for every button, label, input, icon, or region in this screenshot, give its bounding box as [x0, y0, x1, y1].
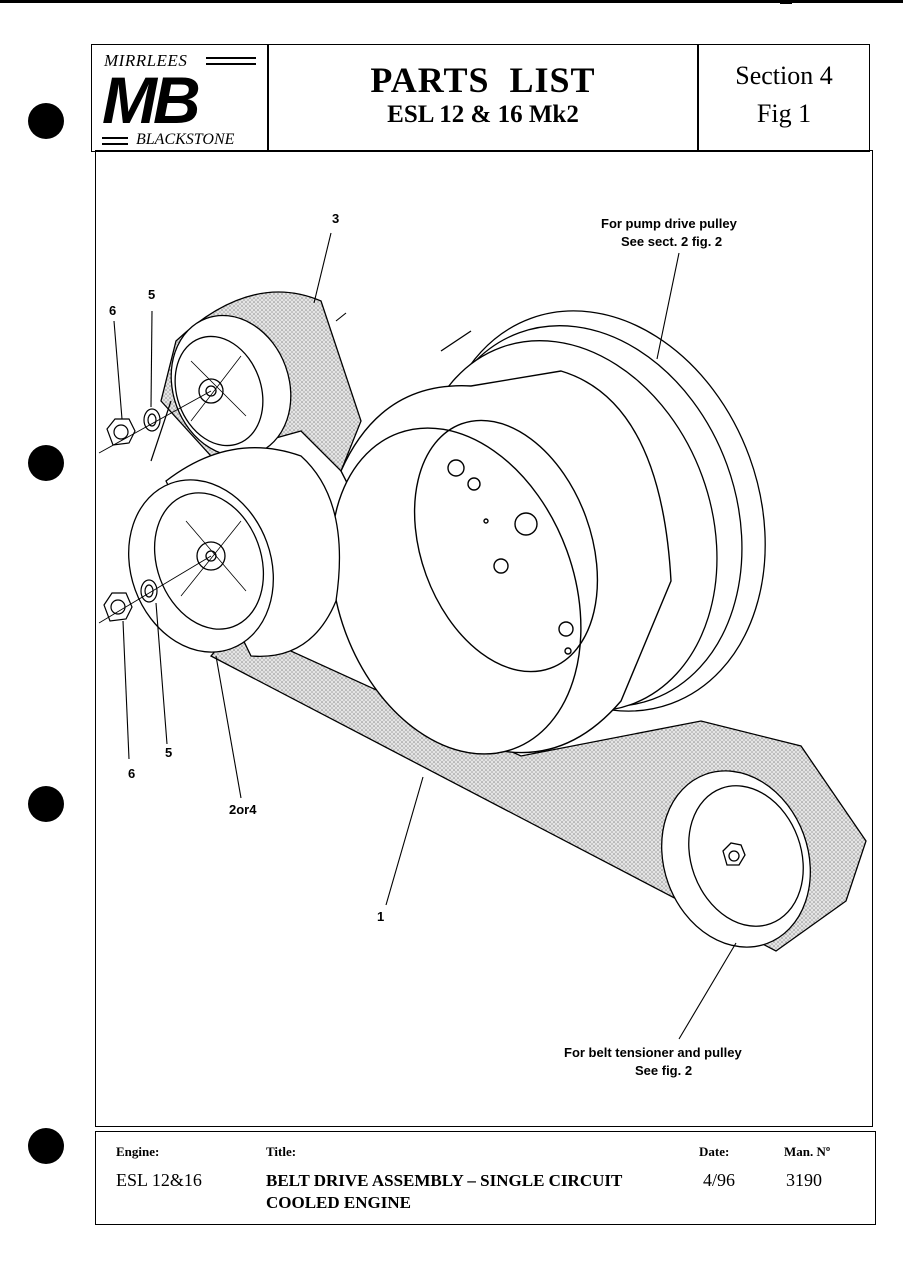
callout-5-top: 5: [148, 287, 155, 302]
callout-2or4: 2or4: [229, 802, 257, 817]
title-value: BELT DRIVE ASSEMBLY – SINGLE CIRCUIT COO…: [266, 1171, 623, 1212]
top-border-line: [0, 0, 903, 3]
punch-hole: [28, 445, 64, 481]
manual-number-value: 3190: [786, 1170, 822, 1190]
callout-3: 3: [332, 211, 339, 226]
callout-6-top: 6: [109, 303, 116, 318]
section-label: Section 4: [735, 61, 833, 90]
leader-lines: [113, 232, 737, 1040]
logo-rule: [206, 63, 256, 65]
callout-5-bottom: 5: [165, 745, 172, 760]
section-block: Section 4 Fig 1: [698, 44, 870, 152]
logo-rule: [102, 143, 128, 145]
top-border-mark: [780, 3, 792, 4]
exploded-diagram: 3 6 5 For pump drive pulley See sect. 2 …: [95, 150, 873, 1127]
page-title: PARTS LIST: [370, 60, 596, 100]
belt-drive-drawing: 3 6 5 For pump drive pulley See sect. 2 …: [98, 211, 867, 1078]
company-logo: MIRRLEES MB BLACKSTONE: [91, 44, 268, 152]
callout-pump-1: For pump drive pulley: [601, 216, 738, 231]
callout-pump-2: See sect. 2 fig. 2: [621, 234, 722, 249]
logo-mark: MB: [102, 63, 201, 137]
figure-label: Fig 1: [756, 99, 812, 128]
engine-value: ESL 12&16: [116, 1170, 202, 1190]
nut-washer-bottom: [98, 555, 212, 624]
drum-pulley: [330, 370, 672, 755]
punch-hole: [28, 1128, 64, 1164]
logo-top-text: MIRRLEES: [104, 51, 188, 70]
page-subtitle: ESL 12 & 16 Mk2: [387, 101, 579, 128]
logo-bottom-text: BLACKSTONE: [136, 131, 235, 148]
title-label: Title:: [266, 1144, 297, 1159]
logo-rule: [206, 57, 256, 59]
callout-1: 1: [377, 909, 384, 924]
title-block-footer: Engine: ESL 12&16 Title: BELT DRIVE ASSE…: [95, 1131, 876, 1225]
lower-pulley: [128, 447, 341, 658]
title-block: PARTS LIST ESL 12 & 16 Mk2: [268, 44, 698, 152]
nut-washer-top: [98, 390, 212, 454]
logo-rule: [102, 137, 128, 139]
tensioner-pulley: [661, 770, 811, 948]
engine-label: Engine:: [116, 1144, 160, 1159]
date-label: Date:: [699, 1144, 730, 1159]
punch-hole: [28, 786, 64, 822]
punch-hole: [28, 103, 64, 139]
callout-tensioner-1: For belt tensioner and pulley: [564, 1045, 742, 1060]
callout-tensioner-2: See fig. 2: [635, 1063, 692, 1078]
date-value: 4/96: [703, 1170, 736, 1190]
callout-6-bottom: 6: [128, 766, 135, 781]
manual-number-label: Man. Nº: [784, 1144, 831, 1159]
